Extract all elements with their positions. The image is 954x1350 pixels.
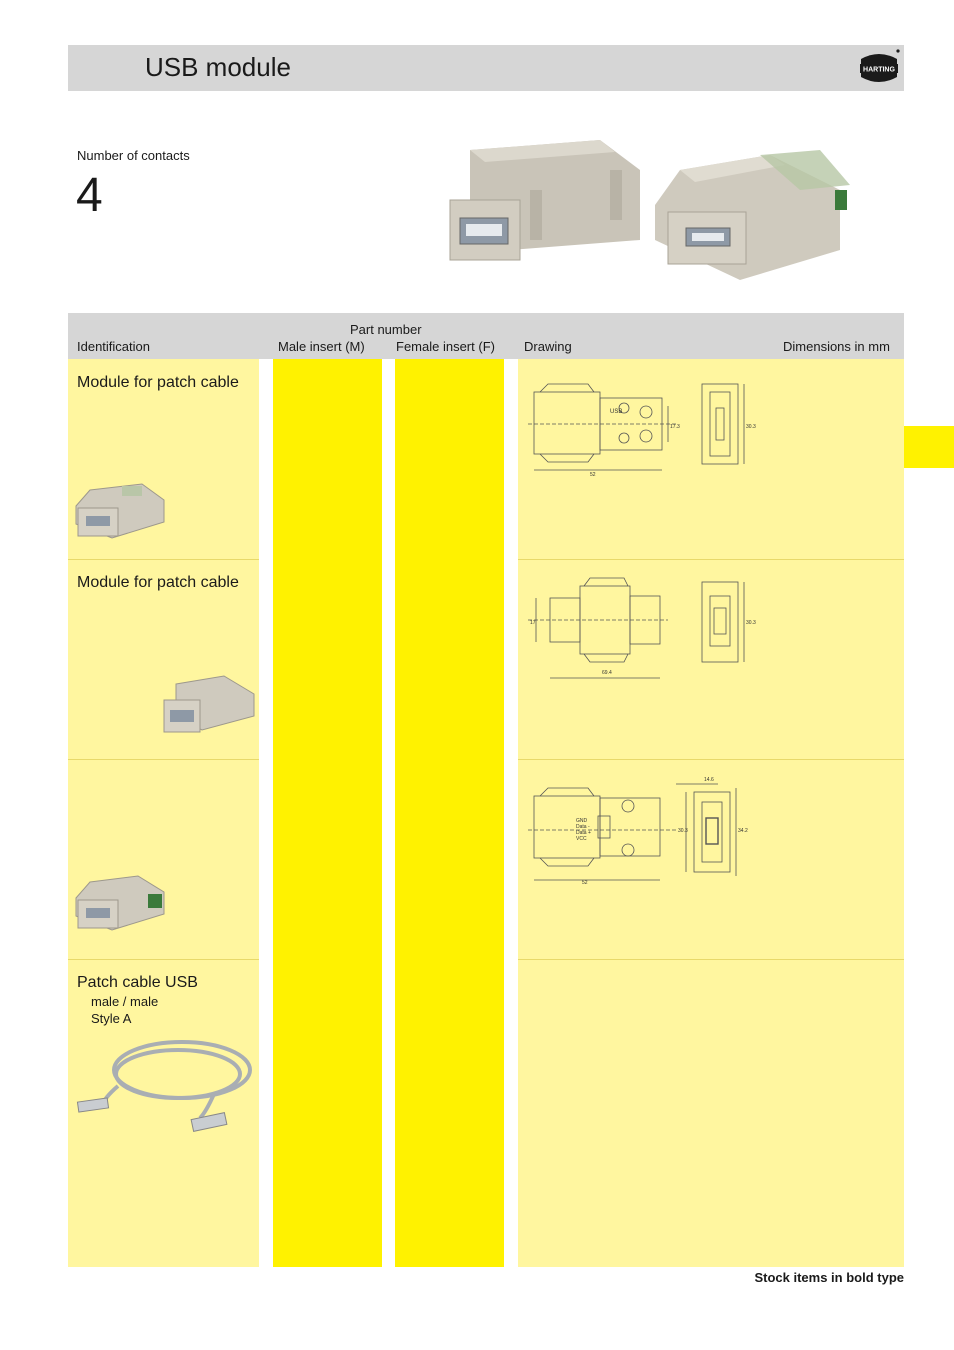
col-female-insert: Female insert (F): [396, 339, 495, 354]
drawing-row-1: USB 52 17.3 30.3: [528, 378, 768, 483]
part-number-label: Part number: [350, 322, 422, 337]
dim-width-1: 30.3: [678, 828, 688, 834]
dim-width: 30.3: [746, 620, 756, 626]
pin-vcc: VCC: [576, 836, 587, 842]
female-module-image: [449, 140, 640, 261]
patch-cable-image: [74, 1032, 256, 1147]
section-tab: [904, 426, 954, 468]
row-divider: [68, 959, 259, 960]
row-divider: [518, 959, 904, 960]
drawing-column: [518, 359, 904, 1267]
dim-length: 52: [582, 880, 588, 886]
pin-gnd: GND: [576, 818, 588, 824]
male-insert-column: [273, 359, 382, 1267]
pcb-module-thumbnail: [72, 872, 167, 939]
dim-width-1: 17.3: [670, 424, 680, 430]
dim-top: 14.6: [704, 777, 714, 783]
harting-logo: HARTING: [857, 47, 901, 89]
row-divider: [68, 759, 259, 760]
female-insert-column: [395, 359, 504, 1267]
contacts-value: 4: [76, 169, 103, 222]
pin-data-plus: Data +: [576, 830, 591, 836]
row-title: Module for patch cable: [77, 374, 239, 391]
col-identification: Identification: [77, 339, 150, 354]
male-module-image: [655, 150, 850, 280]
drawing-row-3: GND Data - Data + VCC 52 14.6 30.3 34.2: [528, 774, 768, 891]
table-header: [68, 313, 904, 359]
dim-length: 69.4: [602, 670, 612, 676]
row-subtitle: male / male: [91, 994, 159, 1009]
contacts-label: Number of contacts: [77, 148, 190, 163]
product-photo: [440, 130, 860, 290]
row-title: Module for patch cable: [77, 574, 239, 591]
stock-items-note: Stock items in bold type: [754, 1270, 904, 1285]
drawing-row-2: 17 69.4 30.3: [528, 574, 768, 689]
col-male-insert: Male insert (M): [278, 339, 365, 354]
dim-width-2: 34.2: [738, 828, 748, 834]
row-title: Patch cable USB: [77, 974, 198, 991]
row-subtitle: Style A: [91, 1011, 132, 1026]
col-dimensions: Dimensions in mm: [783, 339, 890, 354]
row-divider: [518, 559, 904, 560]
pin-data-minus: Data -: [576, 824, 590, 830]
dim-width-2: 30.3: [746, 424, 756, 430]
page-title: USB module: [145, 52, 291, 82]
header-bar: [68, 45, 904, 91]
female-module-thumbnail: [162, 672, 257, 741]
male-module-thumbnail: [72, 480, 167, 547]
label-usb: USB: [610, 409, 622, 415]
dim-length: 52: [590, 472, 596, 478]
row-divider: [68, 559, 259, 560]
row-divider: [518, 759, 904, 760]
col-drawing: Drawing: [524, 339, 572, 354]
dim-height: 17: [530, 620, 536, 626]
logo-text: HARTING: [863, 67, 895, 74]
